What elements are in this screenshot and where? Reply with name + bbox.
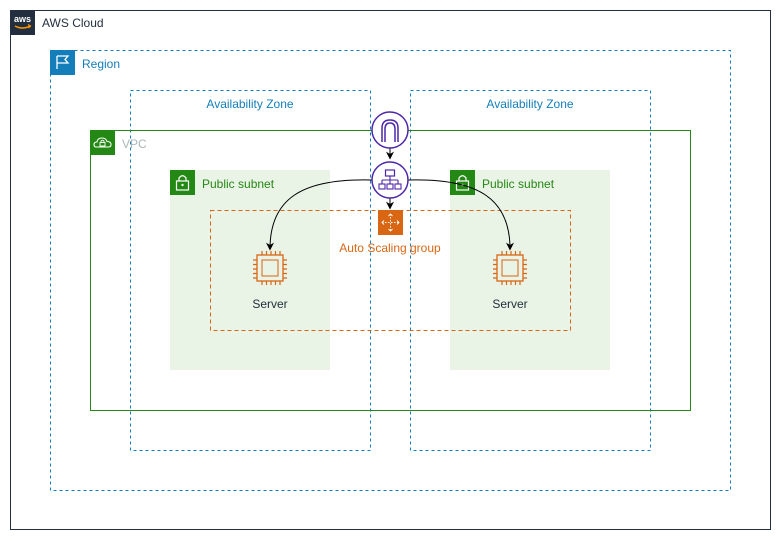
load-balancer[interactable] <box>371 161 409 199</box>
subnet-lock-icon <box>170 170 195 195</box>
vpc-label: VPC <box>122 137 147 151</box>
auto-scaling-border <box>210 210 571 331</box>
auto-scaling-icon <box>378 210 403 235</box>
region-border <box>50 50 731 491</box>
server-label: Server <box>492 297 527 311</box>
load-balancer-icon <box>371 161 409 199</box>
region-label: Region <box>82 57 120 71</box>
ec2-instance-icon <box>493 251 527 285</box>
availability-zone-border <box>130 90 371 451</box>
ec2-instance-icon <box>253 251 287 285</box>
server-1[interactable]: Server <box>252 251 288 311</box>
subnet-lock-icon <box>450 170 475 195</box>
connectors <box>266 148 514 251</box>
server-2[interactable]: Server <box>492 251 528 311</box>
availability-zone-label: Availability Zone <box>206 97 293 111</box>
aws-logo-icon: aws <box>10 10 35 35</box>
auto-scaling-group[interactable]: Auto Scaling group <box>210 210 571 331</box>
aws-cloud-group[interactable]: aws AWS Cloud <box>10 10 771 530</box>
vpc-group[interactable]: VPC <box>90 130 691 411</box>
svg-text:aws: aws <box>14 14 31 24</box>
lb-to-server-2-arrow <box>407 179 514 251</box>
public-subnet-2[interactable]: Public subnet <box>450 170 610 370</box>
public-subnet-label: Public subnet <box>202 177 275 191</box>
public-subnet-label: Public subnet <box>482 177 555 191</box>
availability-zone-1[interactable]: Availability Zone <box>130 90 371 451</box>
lb-to-server-1-arrow <box>266 179 373 251</box>
region-group[interactable]: Region <box>50 50 731 491</box>
auto-scaling-label: Auto Scaling group <box>339 241 441 255</box>
internet-gateway-icon <box>371 111 409 149</box>
server-label: Server <box>252 297 287 311</box>
public-subnet-1[interactable]: Public subnet <box>170 170 330 370</box>
aws-cloud-label: AWS Cloud <box>42 16 104 30</box>
public-subnet-area <box>450 170 610 370</box>
availability-zone-border <box>410 90 651 451</box>
public-subnet-area <box>170 170 330 370</box>
aws-cloud-border <box>10 10 771 530</box>
region-flag-icon <box>50 50 75 75</box>
internet-gateway[interactable] <box>371 111 409 149</box>
vpc-cloud-lock-icon <box>90 130 115 155</box>
availability-zone-label: Availability Zone <box>486 97 573 111</box>
availability-zone-2[interactable]: Availability Zone <box>410 90 651 451</box>
